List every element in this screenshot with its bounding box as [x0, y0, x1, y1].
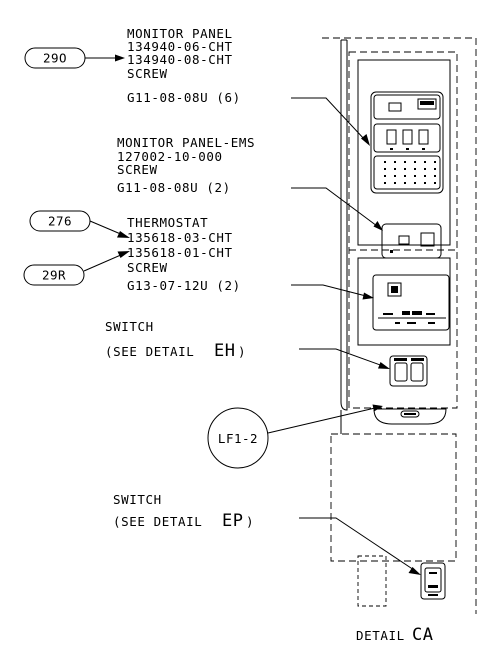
tag-lf1-2: LF1-2 — [207, 407, 269, 469]
thermostat-legend-marks — [383, 311, 435, 324]
ems-part-1: 127002-10-000 — [117, 149, 223, 164]
led-dot — [414, 168, 416, 170]
tag-276-text: 276 — [48, 214, 72, 229]
led-dot — [394, 175, 396, 177]
thermostat-screw-label: SCREW — [127, 260, 168, 275]
monitor-panel-part-1: 134940-06-CHT — [127, 39, 233, 54]
thermostat-title: THERMOSTAT — [127, 215, 208, 230]
detail-label-text: DETAIL — [356, 628, 405, 643]
led-dot — [404, 175, 406, 177]
callout-thermostat: THERMOSTAT 135618-03-CHT 135618-01-CHT S… — [127, 215, 241, 293]
led-dot — [434, 175, 436, 177]
monitor-panel-screw-label: SCREW — [127, 66, 168, 81]
thermostat-screw: G13-07-12U (2) — [127, 278, 241, 293]
led-dot — [434, 161, 436, 163]
led-dot — [384, 168, 386, 170]
led-dot — [384, 175, 386, 177]
tag-276: 276 — [29, 210, 91, 232]
switch-eh-detail-ref: EH — [214, 341, 235, 361]
ems-screw-label: SCREW — [117, 162, 158, 177]
led-dot — [434, 168, 436, 170]
callout-switch-eh: SWITCH (SEE DETAIL EH ) — [105, 319, 246, 361]
callout-monitor-panel-ems: MONITOR PANEL-EMS 127002-10-000 SCREW G1… — [117, 135, 255, 195]
led-dot — [424, 168, 426, 170]
switch-ep-title: SWITCH — [113, 492, 162, 507]
led-dot — [404, 168, 406, 170]
callout-switch-ep: SWITCH (SEE DETAIL EP ) — [113, 492, 254, 531]
ems-screw: G11-08-08U (2) — [117, 180, 231, 195]
led-dot — [404, 182, 406, 184]
switch-eh-close: ) — [238, 344, 246, 359]
switch-ep-close: ) — [246, 514, 254, 529]
detail-id: CA — [412, 625, 433, 645]
ems-title: MONITOR PANEL-EMS — [117, 135, 255, 150]
tag-29r-text: 29R — [42, 268, 66, 283]
switch-eh-see: (SEE DETAIL — [105, 344, 194, 359]
led-dot — [414, 182, 416, 184]
thermostat-part-1: 135618-03-CHT — [127, 230, 233, 245]
led-dot — [384, 161, 386, 163]
callout-monitor-panel: MONITOR PANEL 134940-06-CHT 134940-08-CH… — [127, 26, 241, 105]
monitor-panel-title: MONITOR PANEL — [127, 26, 233, 41]
led-dot — [394, 182, 396, 184]
tag-29o: 29O — [24, 47, 86, 69]
tag-lf1-2-text: LF1-2 — [218, 431, 258, 446]
led-dot — [414, 161, 416, 163]
led-dot — [394, 161, 396, 163]
switch-ep-detail-ref: EP — [222, 511, 243, 531]
switch-eh-device — [389, 355, 428, 387]
detail-label: DETAIL CA — [356, 625, 433, 645]
leader-lines — [83, 54, 421, 575]
switch-ep-device — [420, 562, 446, 600]
monitor-panel-part-2: 134940-08-CHT — [127, 52, 233, 67]
lower-cabinet — [330, 38, 477, 614]
led-dot — [384, 182, 386, 184]
led-indicator-grid — [384, 161, 436, 184]
led-dot — [394, 168, 396, 170]
tag-29r: 29R — [23, 264, 85, 286]
vent-bumper — [373, 408, 447, 425]
led-dot — [414, 175, 416, 177]
led-dot — [434, 182, 436, 184]
monitor-panel-device — [370, 91, 444, 194]
led-dot — [404, 161, 406, 163]
tag-29o-text: 29O — [43, 51, 67, 66]
thermostat-device — [372, 274, 450, 331]
led-dot — [424, 161, 426, 163]
switch-eh-title: SWITCH — [105, 319, 154, 334]
led-dot — [424, 182, 426, 184]
switch-ep-see: (SEE DETAIL — [113, 514, 202, 529]
monitor-panel-ems-device — [381, 223, 442, 259]
thermostat-part-2: 135618-01-CHT — [127, 245, 233, 260]
monitor-panel-screw: G11-08-08U (6) — [127, 90, 241, 105]
led-dot — [424, 175, 426, 177]
